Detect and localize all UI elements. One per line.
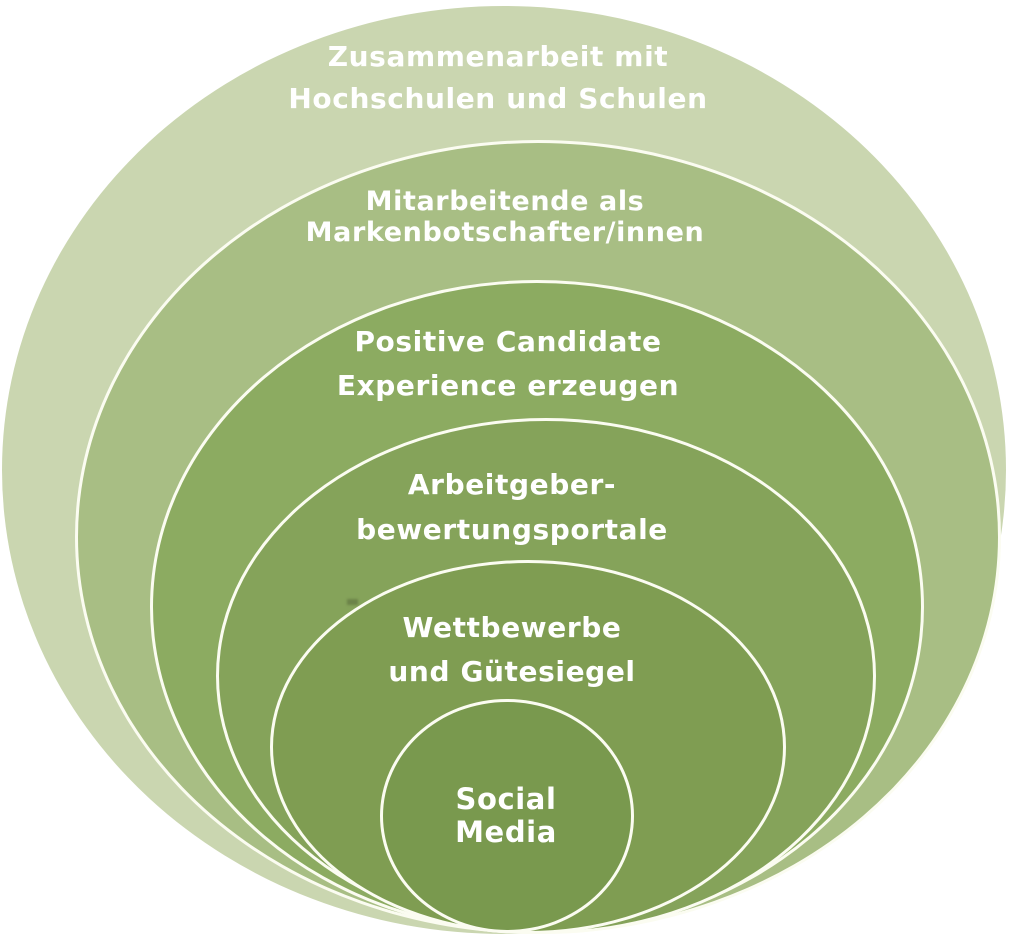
- label-arbeitgeberbewertungsportale: Arbeitgeber- bewertungsportale: [356, 462, 668, 552]
- label-zusammenarbeit-hochschulen: Zusammenarbeit mit Hochschulen und Schul…: [288, 36, 707, 120]
- label-line: und Gütesiegel: [388, 655, 636, 688]
- label-candidate-experience: Positive Candidate Experience erzeugen: [337, 320, 679, 408]
- watermark-artifact: [347, 599, 358, 605]
- label-line: Experience erzeugen: [336, 369, 680, 402]
- label-line: Wettbewerbe: [402, 611, 622, 644]
- label-line: bewertungsportale: [356, 513, 668, 546]
- label-wettbewerbe-guetesiegel: Wettbewerbe und Gütesiegel: [388, 606, 635, 694]
- label-line: Mitarbeitende als: [365, 186, 645, 217]
- label-line: Markenbotschafter/innen: [305, 217, 705, 248]
- label-mitarbeitende-markenbotschafter: Mitarbeitende als Markenbotschafter/inne…: [306, 186, 705, 248]
- ring-social-media: [380, 699, 634, 933]
- label-line: Hochschulen und Schulen: [288, 82, 708, 115]
- label-line: Social: [455, 782, 557, 816]
- label-line: Zusammenarbeit mit: [327, 40, 669, 73]
- label-line: Arbeitgeber-: [407, 468, 617, 501]
- label-social-media: Social Media: [455, 783, 557, 849]
- label-line: Media: [455, 815, 557, 849]
- label-line: Positive Candidate: [354, 325, 662, 358]
